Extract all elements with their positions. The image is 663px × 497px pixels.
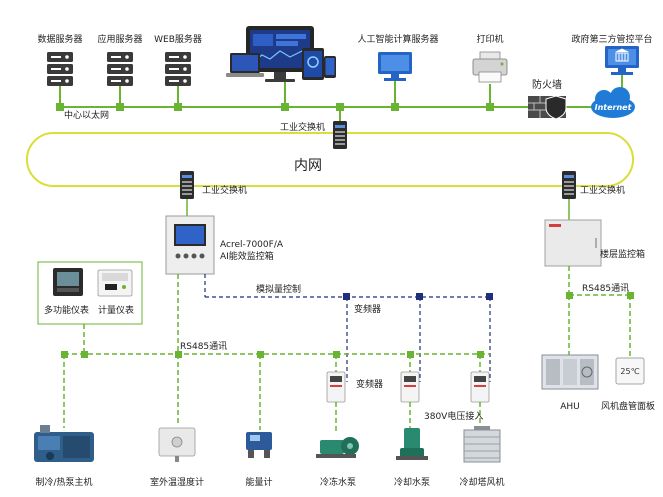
tablet-icon[interactable] (302, 48, 324, 80)
vfd-label-top: 变频器 (354, 305, 382, 315)
firewall-label: 防火墙 (532, 80, 562, 91)
node (343, 293, 350, 300)
inner-network-label: 内网 (294, 158, 322, 174)
internet-label: Internet (595, 103, 633, 112)
multifunction-meter-icon[interactable] (53, 268, 83, 296)
node (486, 293, 493, 300)
chiller-icon[interactable] (34, 425, 94, 462)
node (61, 351, 68, 358)
outdoor-temp-humidity-sensor-icon[interactable] (158, 427, 196, 462)
floor-monitoring-cabinet[interactable] (544, 219, 602, 267)
core-switch-label: 工业交换机 (280, 123, 326, 133)
power-links (335, 402, 481, 432)
power-input-label: 380V电压接入 (424, 412, 484, 422)
node (281, 103, 289, 111)
rs485-bus (63, 274, 490, 430)
cabinet-model-label: Acrel-7000F/A (220, 240, 284, 250)
server-icon-web[interactable] (165, 52, 191, 86)
analog-control-label: 模拟量控制 (256, 285, 302, 295)
right-switch-label: 工业交换机 (580, 186, 626, 196)
monitor-icon[interactable] (246, 26, 314, 82)
internet-cloud-icon[interactable] (591, 87, 635, 118)
vfd-label-mid: 变频器 (356, 380, 384, 390)
ai-energy-cabinet[interactable] (165, 215, 215, 275)
cooling-tower-fan-icon[interactable] (463, 426, 501, 463)
chiller-label: 制冷/热泵主机 (35, 478, 93, 488)
printer-icon[interactable] (472, 51, 508, 83)
node (486, 103, 494, 111)
node (407, 351, 414, 358)
node (416, 293, 423, 300)
energy-metering-meter-icon[interactable] (97, 269, 133, 297)
energy-meter-label: 能量计 (245, 478, 273, 488)
vfd-icon-1[interactable] (326, 371, 346, 403)
vfd-icon-3[interactable] (470, 371, 490, 403)
server-icon-app[interactable] (107, 52, 133, 86)
db-server-label: 数据服务器 (37, 35, 83, 45)
node (333, 351, 340, 358)
cw-pump-label: 冷却水泵 (393, 478, 431, 488)
multifunction-meter-label: 多功能仪表 (44, 306, 90, 316)
fcu-panel-icon[interactable] (615, 357, 645, 385)
rs485-right-label: RS485通讯 (582, 284, 630, 294)
floor-cabinet-label: 楼层监控箱 (600, 250, 646, 260)
left-switch-icon[interactable] (180, 171, 194, 199)
node (175, 351, 182, 358)
node (56, 103, 64, 111)
phone-icon[interactable] (324, 56, 336, 78)
ethernet-label: 中心以太网 (64, 111, 110, 121)
web-server-label: WEB服务器 (154, 35, 202, 45)
meter-group-box (37, 261, 143, 325)
ahu-label: AHU (560, 402, 580, 412)
node (477, 351, 484, 358)
laptop-icon[interactable] (226, 53, 264, 77)
rs485-bus-right (568, 266, 631, 358)
fcu-panel-label: 风机盘管面板 (600, 402, 656, 412)
tower-fan-label: 冷却塔风机 (459, 478, 505, 488)
left-switch-label: 工业交换机 (202, 186, 248, 196)
gov-platform-label: 政府第三方管控平台 (571, 35, 653, 45)
inner-network-ring (26, 132, 634, 187)
node (627, 292, 634, 299)
cooling-water-pump-icon[interactable] (396, 428, 428, 460)
app-server-label: 应用服务器 (97, 35, 143, 45)
ai-server-label: 人工智能计算服务器 (357, 35, 439, 45)
server-icon-db[interactable] (47, 52, 73, 86)
rs485-main-label: RS485通讯 (180, 342, 228, 352)
desktop-pc-icon[interactable] (378, 52, 412, 81)
chw-pump-label: 冷冻水泵 (319, 478, 357, 488)
node (566, 292, 573, 299)
core-switch-icon[interactable] (333, 121, 347, 149)
node (81, 351, 88, 358)
chilled-water-pump-icon[interactable] (316, 437, 359, 458)
node (336, 103, 344, 111)
energy-meter-device-icon[interactable] (246, 432, 272, 458)
node (257, 351, 264, 358)
node (116, 103, 124, 111)
cabinet-name-label: AI能效监控箱 (220, 252, 274, 262)
ethernet-backbone (56, 70, 623, 125)
fcu-temperature: 25℃ (620, 367, 639, 376)
firewall-icon[interactable] (528, 95, 567, 120)
ahu-icon[interactable] (541, 354, 599, 390)
energy-metering-meter-label: 计量仪表 (98, 306, 135, 316)
analog-control-bus (204, 274, 491, 382)
gov-platform-desktop-icon[interactable] (605, 46, 639, 75)
sensor-label: 室外温湿度计 (149, 478, 205, 488)
printer-label: 打印机 (476, 35, 504, 45)
right-switch-icon[interactable] (562, 171, 576, 199)
node (174, 103, 182, 111)
vfd-icon-2[interactable] (400, 371, 420, 403)
node (391, 103, 399, 111)
